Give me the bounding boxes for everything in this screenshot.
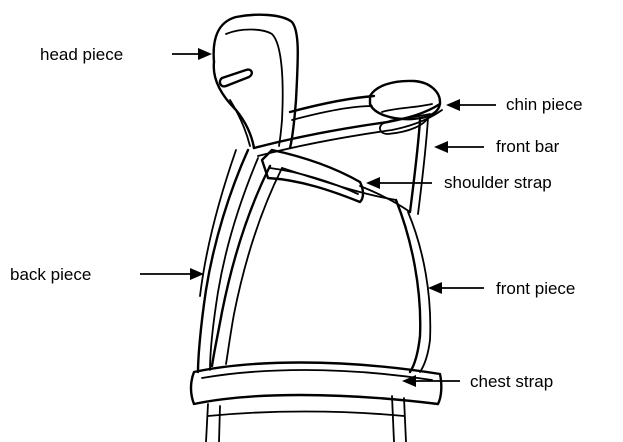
shoulder-strap (262, 150, 410, 212)
chest-strap-label: chest strap (470, 372, 553, 391)
back-piece-callout: back piece (10, 265, 204, 284)
head-piece (214, 15, 298, 148)
shoulder-strap-label: shoulder strap (444, 173, 552, 192)
head-piece-callout: head piece (40, 45, 212, 64)
front-bar-callout: front bar (434, 137, 560, 156)
front-piece-label: front piece (496, 279, 575, 298)
front-piece-callout: front piece (428, 279, 575, 298)
chin-piece-callout: chin piece (446, 95, 583, 114)
back-piece (198, 150, 258, 372)
front-piece (212, 166, 430, 372)
head-piece-label: head piece (40, 45, 123, 64)
chest-strap (191, 363, 441, 442)
chin-piece-label: chin piece (506, 95, 583, 114)
chest-strap-callout: chest strap (402, 372, 553, 391)
back-piece-label: back piece (10, 265, 91, 284)
front-bar-label: front bar (496, 137, 560, 156)
shoulder-strap-callout: shoulder strap (366, 173, 552, 192)
